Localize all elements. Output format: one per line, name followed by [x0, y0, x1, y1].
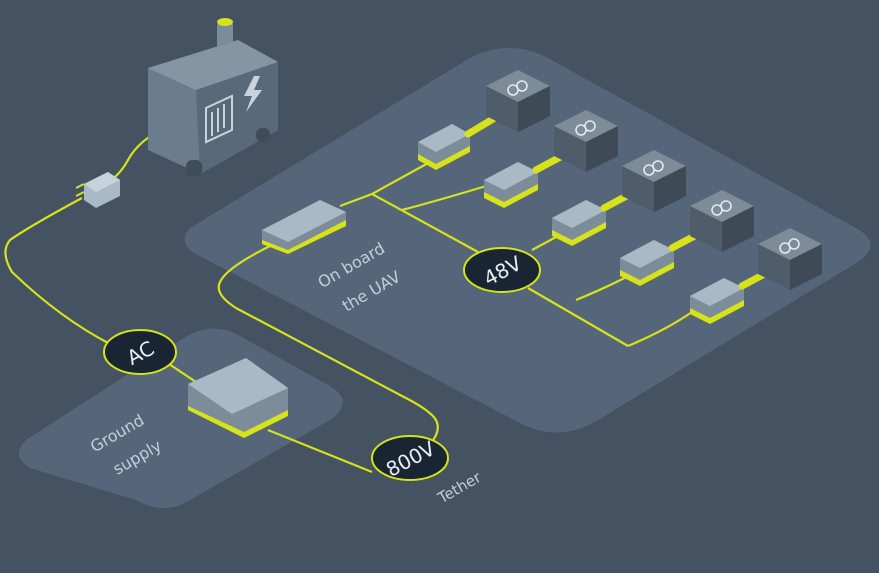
small-converter-3 — [552, 200, 606, 246]
800v-badge: 800V — [371, 435, 449, 482]
ac-badge: AC — [103, 329, 177, 375]
plug-to-ac-cable — [4, 197, 111, 345]
motor-icon-5 — [758, 228, 822, 290]
small-converter-4 — [620, 240, 674, 286]
motor-icon-3 — [622, 150, 686, 212]
bus-to-48v — [371, 193, 479, 253]
tether-label: Tether — [434, 468, 485, 508]
onboard-converter-box — [262, 200, 346, 254]
onboard-uav-platform — [184, 48, 871, 433]
bars-icon — [205, 94, 233, 144]
motor-icon-1 — [486, 70, 550, 132]
48v-badge: 48V — [463, 247, 541, 293]
small-converter-1 — [418, 124, 470, 170]
motor-icon-4 — [690, 190, 754, 252]
ground-converter-box — [188, 358, 288, 438]
tether-cable — [217, 245, 439, 447]
lower-bus-to-motor5 — [627, 311, 693, 348]
motor-icon-2 — [554, 110, 618, 172]
ac-to-ground-box-cable — [165, 361, 197, 383]
ground-supply-platform — [18, 328, 344, 508]
bus-to-motor2 — [401, 184, 487, 212]
ground-box-to-800v-cable — [267, 428, 373, 474]
48v-to-motor3 — [531, 235, 559, 251]
generator-icon — [148, 18, 278, 176]
lightning-bolt-icon — [244, 76, 262, 112]
bus-to-motor1 — [371, 161, 431, 195]
small-converter-2 — [484, 162, 538, 208]
plug-icon — [75, 172, 120, 208]
48v-to-lower-bus — [527, 287, 629, 347]
small-converter-5 — [690, 278, 744, 324]
bus-main — [339, 192, 373, 208]
